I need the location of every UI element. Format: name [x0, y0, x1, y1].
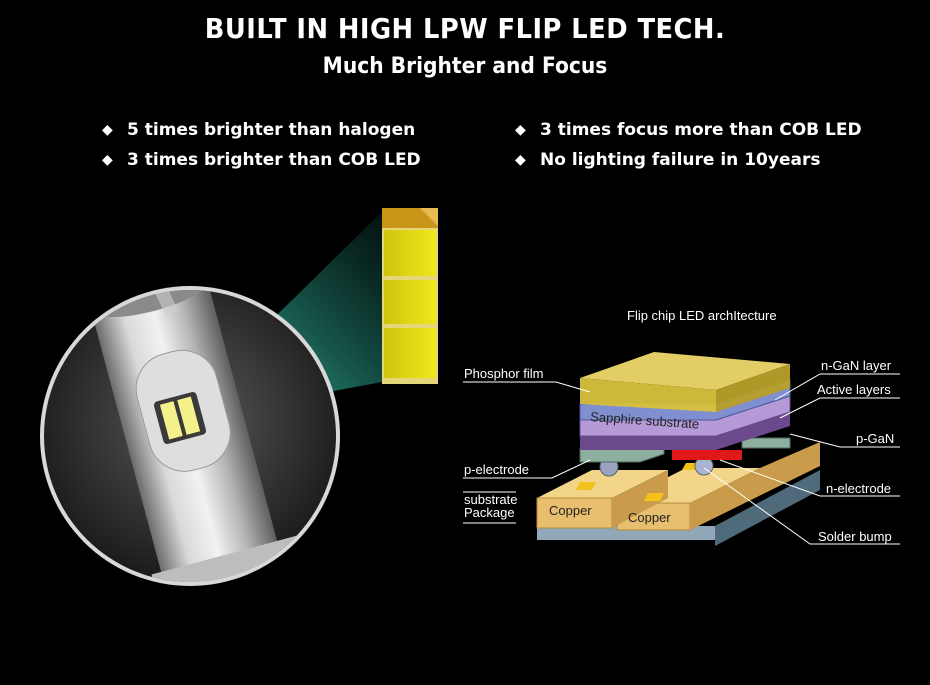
page-title: BUILT IN HIGH LPW FLIP LED TECH.	[204, 12, 726, 45]
flip-chip-diagram: Copper Copper Sapphire substrate	[536, 352, 820, 546]
label-package: Package	[464, 505, 515, 520]
label-n-electrode: n-electrode	[826, 481, 891, 496]
diamond-bullet-icon: ◆	[515, 152, 526, 168]
page-subtitle: Much Brighter and Focus	[322, 54, 608, 79]
copper-pads: Copper Copper	[536, 442, 820, 531]
label-solder-bump: Solder bump	[818, 529, 892, 544]
diamond-bullet-icon: ◆	[102, 152, 113, 168]
label-phosphor-film: Phosphor film	[464, 366, 543, 381]
feature-text: 5 times brighter than halogen	[127, 120, 416, 140]
copper-right-label: Copper	[628, 510, 671, 525]
label-p-electrode: p-electrode	[464, 462, 529, 477]
label-p-gan: p-GaN	[856, 431, 894, 446]
label-active-layers: Active layers	[817, 382, 891, 397]
feature-item: ◆ 5 times brighter than halogen	[102, 120, 415, 140]
n-electrode-block	[672, 450, 742, 460]
diamond-bullet-icon: ◆	[515, 122, 526, 138]
copper-left-label: Copper	[549, 503, 592, 518]
label-n-gan-layer: n-GaN layer	[821, 358, 892, 373]
feature-item: ◆ 3 times focus more than COB LED	[515, 120, 862, 140]
label-substrate: substrate	[464, 492, 517, 507]
feature-item: ◆ 3 times brighter than COB LED	[102, 150, 421, 170]
phosphor-film	[580, 352, 790, 412]
feature-text: 3 times focus more than COB LED	[540, 120, 862, 140]
feature-text: No lighting failure in 10years	[540, 150, 821, 170]
bulb-magnifier	[40, 286, 340, 586]
diagram-caption: Flip chip LED archItecture	[627, 308, 777, 323]
zoomed-led-chip	[382, 208, 438, 384]
feature-text: 3 times brighter than COB LED	[127, 150, 421, 170]
diamond-bullet-icon: ◆	[102, 122, 113, 138]
feature-item: ◆ No lighting failure in 10years	[515, 150, 820, 170]
